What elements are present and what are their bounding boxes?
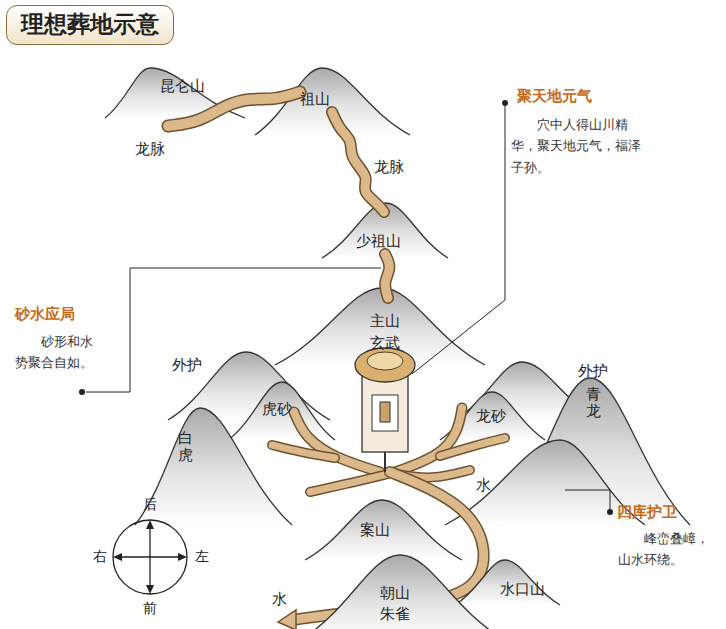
callout-heading: 砂水应局	[15, 305, 75, 323]
mountain-label: 祖山	[300, 90, 330, 108]
mountain-label: 玄武	[370, 334, 400, 352]
vein-outline	[310, 474, 388, 492]
callout-heading: 聚天地元气	[517, 87, 592, 105]
vein-outline	[385, 254, 389, 298]
mountain-label: 主山	[370, 312, 400, 330]
tomb	[355, 348, 415, 472]
mountain-ridge	[300, 555, 505, 629]
mountain	[228, 382, 335, 440]
mountain-ridge	[228, 382, 335, 440]
mountain-label: 龙砂	[476, 407, 506, 425]
dragon-vein	[168, 92, 300, 126]
mountain-label: 青龙	[586, 386, 601, 419]
mountain	[445, 440, 645, 525]
vein-outline	[440, 438, 505, 456]
mountain-label: 朝山	[380, 584, 410, 602]
dragon-vein	[272, 445, 335, 458]
mountain-ridge	[455, 560, 560, 605]
compass-label: 右	[93, 548, 107, 565]
mountain-label: 案山	[360, 521, 390, 539]
vein-label: 龙脉	[135, 140, 165, 158]
compass-label: 前	[143, 600, 157, 617]
callout-heading: 四库护卫	[617, 503, 677, 521]
dragon-vein	[310, 474, 388, 492]
mountain-ridge	[135, 408, 292, 525]
leader-line	[412, 106, 505, 374]
vein-outline	[168, 92, 300, 126]
mountain	[305, 500, 462, 560]
mountain	[300, 555, 505, 629]
mountain-ridge	[445, 440, 645, 525]
leader-line	[86, 268, 381, 392]
vein-label: 龙脉	[374, 158, 404, 176]
mountain-label: 白虎	[178, 430, 193, 463]
leader-line	[565, 490, 610, 509]
callout-note: 砂形和水势聚合自如。	[15, 331, 99, 374]
leader-dot	[502, 100, 508, 106]
water-label: 水	[476, 476, 491, 494]
compass-label: 后	[143, 496, 157, 513]
compass	[113, 520, 187, 594]
mountain-label: 少祖山	[356, 232, 401, 250]
mountain-label: 虎砂	[262, 400, 292, 418]
mountain	[135, 408, 292, 525]
compass-label: 左	[195, 548, 209, 565]
callout-note: 峰峦叠嶂，山水环绕。	[618, 528, 718, 571]
vein-outline	[272, 445, 335, 458]
diagram-title: 理想葬地示意	[6, 5, 174, 45]
mountain	[455, 560, 560, 605]
leader-dot	[607, 509, 613, 515]
mountain-label: 外护	[172, 356, 202, 374]
mountain-label: 外护	[578, 362, 608, 380]
mountain-label: 朱雀	[380, 605, 410, 623]
callout-note: 穴中人得山川精华，聚天地元气，福泽子孙。	[511, 114, 643, 178]
mountain-ridge	[305, 500, 462, 560]
water-label: 水	[272, 590, 287, 608]
dragon-vein	[385, 254, 389, 298]
mountain-label: 水口山	[500, 580, 545, 598]
leader-dot	[79, 389, 85, 395]
river-arrow	[278, 610, 296, 629]
mountain-label: 昆仑山	[160, 77, 205, 95]
dragon-vein	[440, 438, 505, 456]
